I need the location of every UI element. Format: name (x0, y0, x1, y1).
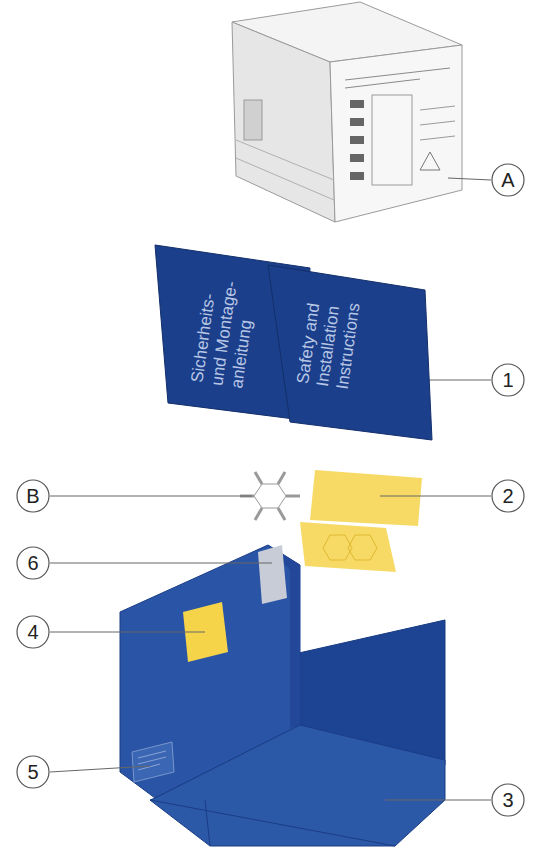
device-label-line (420, 121, 455, 125)
device-terminal-panel (372, 95, 412, 185)
callout-ring (17, 756, 49, 788)
warning-symbol (420, 152, 440, 170)
callout-circle: 1 (491, 363, 525, 397)
star-arm (255, 472, 262, 484)
callout-ring (17, 547, 49, 579)
device-label-line (345, 68, 450, 80)
callout-number: 5 (16, 755, 50, 789)
yellow-sheet (310, 470, 422, 526)
device-marking (350, 154, 364, 162)
callout-number: 2 (491, 479, 525, 513)
callout-circle: 5 (16, 755, 50, 789)
callout-ring (492, 364, 524, 396)
box-label-line (138, 757, 166, 764)
star-hub (254, 484, 286, 508)
callout-circle: 6 (16, 546, 50, 580)
star-arm (286, 495, 300, 498)
leader-line (50, 496, 252, 497)
box-edge (150, 800, 395, 846)
instruction-booklet: Safety and Installation Instructions (265, 262, 437, 444)
callout-ring (17, 616, 49, 648)
box-label-line (138, 751, 166, 758)
booklet-cover (268, 265, 432, 440)
device-groove (236, 140, 334, 180)
device-latch (244, 100, 262, 140)
callout-ring (492, 784, 524, 816)
device-front (330, 45, 462, 222)
leader-line (448, 178, 491, 180)
callout-number: B (16, 479, 50, 513)
device-marking (350, 118, 364, 126)
box-edge (205, 800, 210, 846)
sheet-print (348, 535, 377, 560)
device-marking (350, 100, 364, 108)
callout-circle: 4 (16, 615, 50, 649)
leader-line (423, 380, 491, 381)
device-label-line (420, 106, 455, 110)
callout-circle: 2 (491, 479, 525, 513)
device-label-line (345, 79, 420, 88)
callout-ring (492, 480, 524, 512)
leader-line (50, 563, 272, 564)
device-label-line (420, 136, 455, 140)
leader-line (50, 766, 150, 772)
callout-circle: 3 (491, 783, 525, 817)
leader-lines (50, 178, 491, 800)
leader-line (50, 632, 205, 633)
leader-line (385, 800, 491, 801)
callout-ring (17, 480, 49, 512)
callout-number: 1 (491, 363, 525, 397)
gray-seal-strip (258, 545, 287, 604)
callout-circle: A (491, 163, 525, 197)
callout-number: 6 (16, 546, 50, 580)
callout-number: A (491, 163, 525, 197)
box-label (132, 742, 174, 782)
star-arm (255, 508, 262, 520)
callout-circle: B (16, 479, 50, 513)
star-arm (278, 508, 285, 520)
device-groove (236, 158, 334, 200)
callout-ring (492, 164, 524, 196)
box-front (150, 725, 445, 846)
sheet-print (323, 535, 352, 560)
callout-number: 3 (491, 783, 525, 817)
device-side (232, 22, 335, 222)
yellow-sheet (300, 522, 396, 572)
device-marking (350, 172, 364, 180)
device-marking (350, 136, 364, 144)
star-arm (278, 472, 285, 484)
callout-number: 4 (16, 615, 50, 649)
leader-line (380, 496, 491, 497)
